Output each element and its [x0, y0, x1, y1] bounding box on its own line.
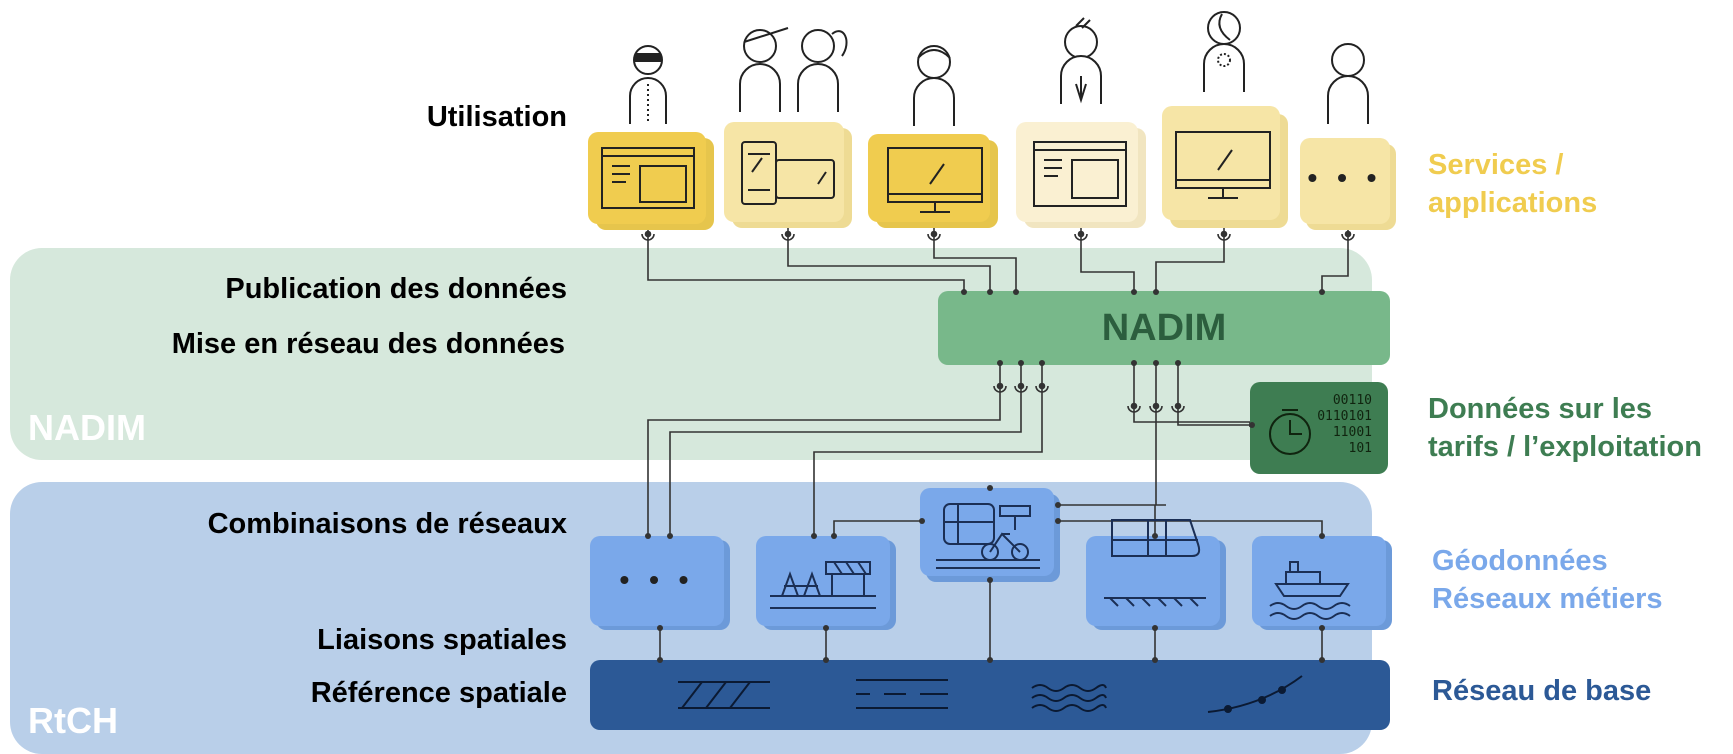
layer-label-mise-en-reseau: Mise en réseau des données: [171, 328, 565, 360]
water-waves-icon: [1031, 684, 1107, 712]
person-icon: [913, 45, 955, 126]
train-icon: [1104, 519, 1206, 607]
person-icon: [797, 29, 848, 112]
service-boxes: [588, 106, 1396, 230]
svg-text:0110101: 0110101: [1317, 409, 1372, 424]
base-network-bar: [590, 660, 1390, 730]
browser-window-icon: [601, 147, 695, 209]
tablet-phone-icon: [741, 141, 835, 205]
layer-label-reference: Référence spatiale: [310, 677, 567, 709]
person-icon: [629, 45, 667, 124]
nadim-hub: [938, 291, 1390, 365]
ship-icon: [1269, 561, 1351, 620]
label-donnees-line1: Données sur les: [1428, 393, 1653, 425]
more-networks-icon: • • •: [619, 564, 695, 595]
svg-text:00110: 00110: [1333, 393, 1372, 408]
monitor-icon: [887, 147, 983, 213]
tariff-data-box: [1250, 382, 1388, 474]
connector-plugs: [641, 230, 1355, 413]
label-geodonnees: Géodonnées Réseaux métiers: [1432, 542, 1663, 618]
label-services-line1: Services /: [1428, 149, 1564, 181]
label-services-applications: Services / applications: [1428, 146, 1597, 222]
rail-track-icon: [678, 681, 770, 709]
svg-text:11001: 11001: [1333, 425, 1372, 440]
label-donnees-line2: tarifs / l’exploitation: [1428, 431, 1702, 463]
label-services-line2: applications: [1428, 187, 1598, 219]
construction-barrier-icon: [770, 561, 876, 609]
label-geodonnees-line2: Réseaux métiers: [1432, 583, 1663, 615]
road-lanes-icon: [856, 679, 948, 709]
zone-label-rtch: RtCH: [28, 700, 118, 741]
line-nodes-icon: [1207, 675, 1303, 713]
train-bike-icon: [936, 503, 1040, 569]
label-reseau-de-base: Réseau de base: [1432, 675, 1652, 707]
svg-text:101: 101: [1349, 441, 1372, 456]
monitor-icon: [1175, 131, 1271, 199]
person-icon: [739, 27, 789, 112]
binary-digits: 00110 0110101 11001 101: [1317, 393, 1372, 456]
label-donnees-tarifs: Données sur les tarifs / l’exploitation: [1428, 390, 1702, 466]
layer-label-liaisons: Liaisons spatiales: [317, 624, 567, 656]
junction-dots: [645, 289, 1325, 663]
zone-label-nadim: NADIM: [28, 407, 146, 448]
layer-label-combinaisons: Combinaisons de réseaux: [207, 508, 567, 540]
layer-label-publication: Publication des données: [225, 273, 567, 305]
more-services-icon: • • •: [1307, 162, 1383, 193]
person-icon: [1327, 43, 1369, 124]
browser-window-icon: [1033, 141, 1127, 207]
nadim-hub-title: NADIM: [1101, 307, 1227, 349]
layer-label-utilisation: Utilisation: [426, 101, 567, 133]
person-icon: [1203, 11, 1245, 92]
label-geodonnees-line1: Géodonnées: [1432, 545, 1608, 577]
person-icon: [1060, 17, 1102, 104]
binary-clock-icon: [1269, 409, 1311, 455]
